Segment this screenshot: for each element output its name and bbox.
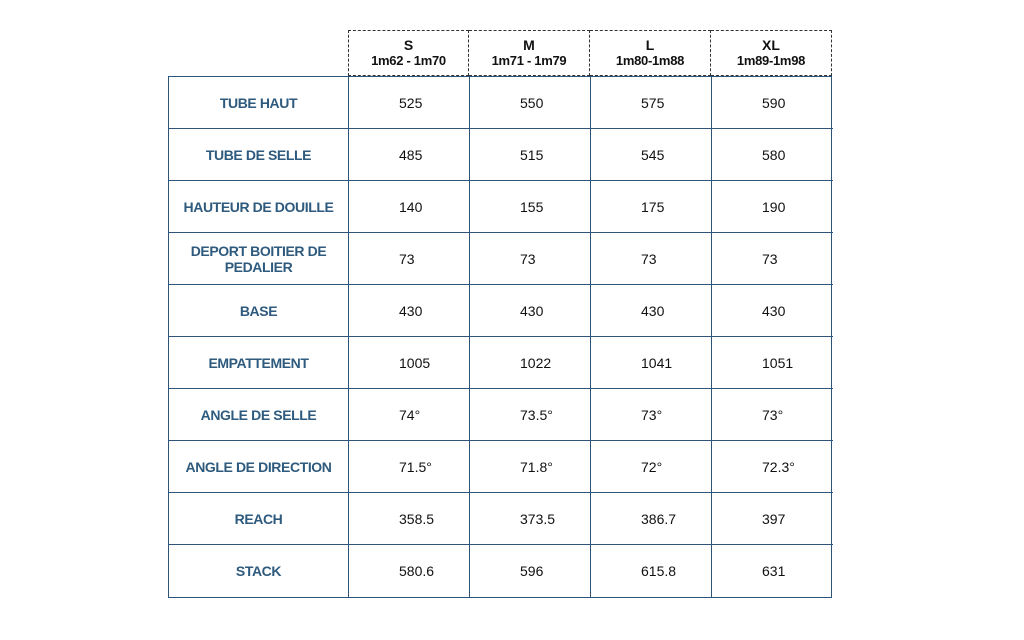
value-cell: 485: [349, 129, 470, 181]
size-height-range: 1m80-1m88: [615, 53, 685, 68]
value-cell: 190: [712, 181, 833, 233]
value-cell: 73: [591, 233, 712, 285]
value-cell: 1051: [712, 337, 833, 389]
row-label: DEPORT BOITIER DE PEDALIER: [169, 233, 349, 285]
size-label: L: [645, 37, 655, 53]
size-height-range: 1m71 - 1m79: [491, 53, 567, 68]
value-cell: 545: [591, 129, 712, 181]
value-cell: 73°: [712, 389, 833, 441]
size-height-range: 1m62 - 1m70: [371, 53, 446, 68]
size-header-l: L 1m80-1m88: [590, 30, 711, 76]
value-cell: 155: [470, 181, 591, 233]
value-cell: 580: [712, 129, 833, 181]
row-label: ANGLE DE DIRECTION: [169, 441, 349, 493]
value-cell: 71.8°: [470, 441, 591, 493]
value-cell: 580.6: [349, 545, 470, 597]
size-header-xl: XL 1m89-1m98: [711, 30, 832, 76]
value-cell: 73.5°: [470, 389, 591, 441]
row-label: TUBE DE SELLE: [169, 129, 349, 181]
size-header-s: S 1m62 - 1m70: [348, 30, 469, 76]
value-cell: 590: [712, 77, 833, 129]
geometry-table: S 1m62 - 1m70 M 1m71 - 1m79 L 1m80-1m88 …: [168, 30, 833, 598]
value-cell: 575: [591, 77, 712, 129]
value-cell: 386.7: [591, 493, 712, 545]
value-cell: 72.3°: [712, 441, 833, 493]
value-cell: 1041: [591, 337, 712, 389]
value-cell: 430: [712, 285, 833, 337]
value-cell: 430: [591, 285, 712, 337]
value-cell: 373.5: [470, 493, 591, 545]
value-cell: 397: [712, 493, 833, 545]
value-cell: 73: [712, 233, 833, 285]
size-height-range: 1m89-1m98: [736, 53, 806, 68]
size-label: XL: [762, 37, 780, 53]
size-label: M: [523, 37, 535, 53]
value-cell: 71.5°: [349, 441, 470, 493]
header-spacer: [168, 30, 348, 76]
row-label: TUBE HAUT: [169, 77, 349, 129]
value-cell: 1005: [349, 337, 470, 389]
value-cell: 140: [349, 181, 470, 233]
row-label: REACH: [169, 493, 349, 545]
size-header-row: S 1m62 - 1m70 M 1m71 - 1m79 L 1m80-1m88 …: [168, 30, 832, 76]
value-cell: 175: [591, 181, 712, 233]
size-header-m: M 1m71 - 1m79: [469, 30, 590, 76]
row-label: STACK: [169, 545, 349, 597]
value-cell: 74°: [349, 389, 470, 441]
value-cell: 358.5: [349, 493, 470, 545]
value-cell: 73: [349, 233, 470, 285]
row-label: HAUTEUR DE DOUILLE: [169, 181, 349, 233]
size-label: S: [403, 37, 414, 53]
value-cell: 550: [470, 77, 591, 129]
value-cell: 430: [349, 285, 470, 337]
value-cell: 73: [470, 233, 591, 285]
value-cell: 615.8: [591, 545, 712, 597]
value-cell: 631: [762, 563, 786, 579]
value-cell: 515: [470, 129, 591, 181]
value-cell: 430: [470, 285, 591, 337]
row-label: BASE: [169, 285, 349, 337]
value-cell: 72°: [591, 441, 712, 493]
row-label: EMPATTEMENT: [169, 337, 349, 389]
value-cell: 596: [470, 545, 591, 597]
value-cell: 525: [349, 77, 470, 129]
value-cell: 1022: [470, 337, 591, 389]
value-cell: 73°: [591, 389, 712, 441]
row-label: ANGLE DE SELLE: [169, 389, 349, 441]
